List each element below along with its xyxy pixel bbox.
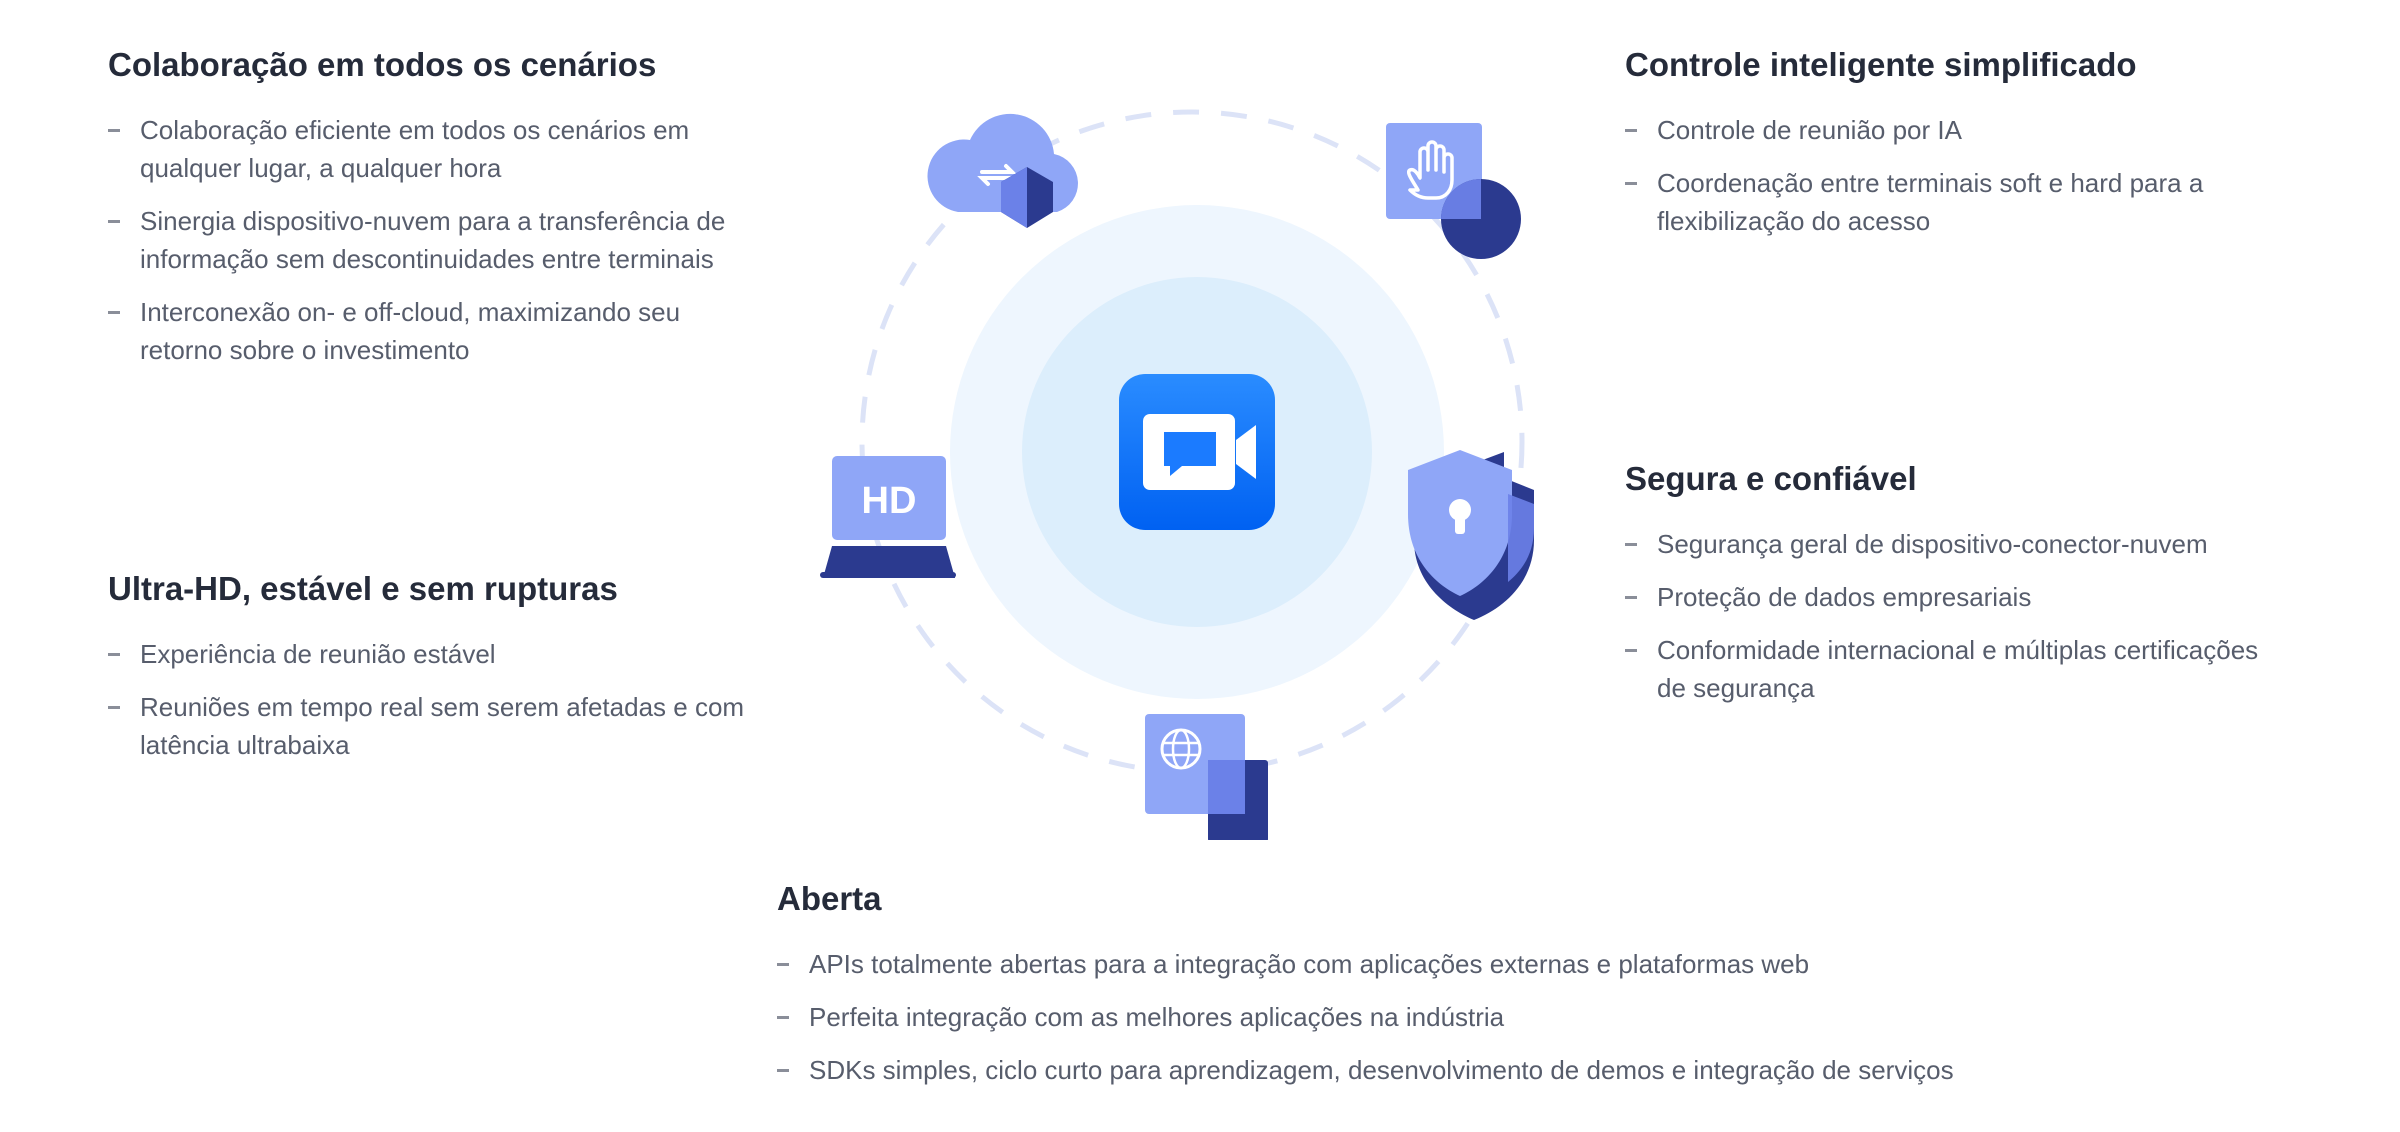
feature-title: Segura e confiável <box>1625 460 1917 497</box>
feature-title: Colaboração em todos os cenários <box>108 46 657 83</box>
feature-list: Controle de reunião por IA Coordenação e… <box>1625 111 2285 240</box>
orbit-ring <box>859 109 1525 775</box>
feature-item: APIs totalmente abertas para a integraçã… <box>777 945 2277 983</box>
feature-item: Segurança geral de dispositivo-conector-… <box>1625 525 2285 563</box>
hd-laptop-icon: HD <box>820 456 956 578</box>
feature-item: Colaboração eficiente em todos os cenári… <box>108 111 768 187</box>
feature-item: Interconexão on- e off-cloud, maximizand… <box>108 293 768 369</box>
feature-item: Reuniões em tempo real sem serem afetada… <box>108 688 768 764</box>
hand-control-icon <box>1386 123 1521 259</box>
video-meeting-icon <box>1119 374 1275 530</box>
shield-lock-icon <box>1408 450 1534 620</box>
feature-item: Proteção de dados empresariais <box>1625 578 2285 616</box>
feature-control: Controle inteligente simplificado Contro… <box>1625 44 2285 255</box>
feature-item: SDKs simples, ciclo curto para aprendiza… <box>777 1051 2277 1089</box>
cloud-sync-icon <box>927 113 1078 228</box>
feature-list: APIs totalmente abertas para a integraçã… <box>777 945 2277 1089</box>
feature-item: Sinergia dispositivo-nuvem para a transf… <box>108 202 768 278</box>
feature-item: Perfeita integração com as melhores apli… <box>777 998 2277 1036</box>
feature-security: Segura e confiável Segurança geral de di… <box>1625 458 2285 722</box>
feature-title: Controle inteligente simplificado <box>1625 46 2137 83</box>
feature-list: Experiência de reunião estável Reuniões … <box>108 635 768 764</box>
feature-open: Aberta APIs totalmente abertas para a in… <box>777 878 2277 1104</box>
feature-item: Controle de reunião por IA <box>1625 111 2285 149</box>
hd-label: HD <box>862 480 917 522</box>
feature-title: Aberta <box>777 880 882 917</box>
feature-title: Ultra-HD, estável e sem rupturas <box>108 570 618 607</box>
feature-item: Conformidade internacional e múltiplas c… <box>1625 631 2285 707</box>
feature-list: Colaboração eficiente em todos os cenári… <box>108 111 768 369</box>
hub-illustration: HD <box>820 109 1534 840</box>
feature-list: Segurança geral de dispositivo-conector-… <box>1625 525 2285 707</box>
feature-item: Coordenação entre terminais soft e hard … <box>1625 164 2285 240</box>
feature-item: Experiência de reunião estável <box>108 635 768 673</box>
feature-ultra-hd: Ultra-HD, estável e sem rupturas Experiê… <box>108 568 768 779</box>
feature-collaboration: Colaboração em todos os cenários Colabor… <box>108 44 768 384</box>
globe-document-icon <box>1145 714 1268 840</box>
